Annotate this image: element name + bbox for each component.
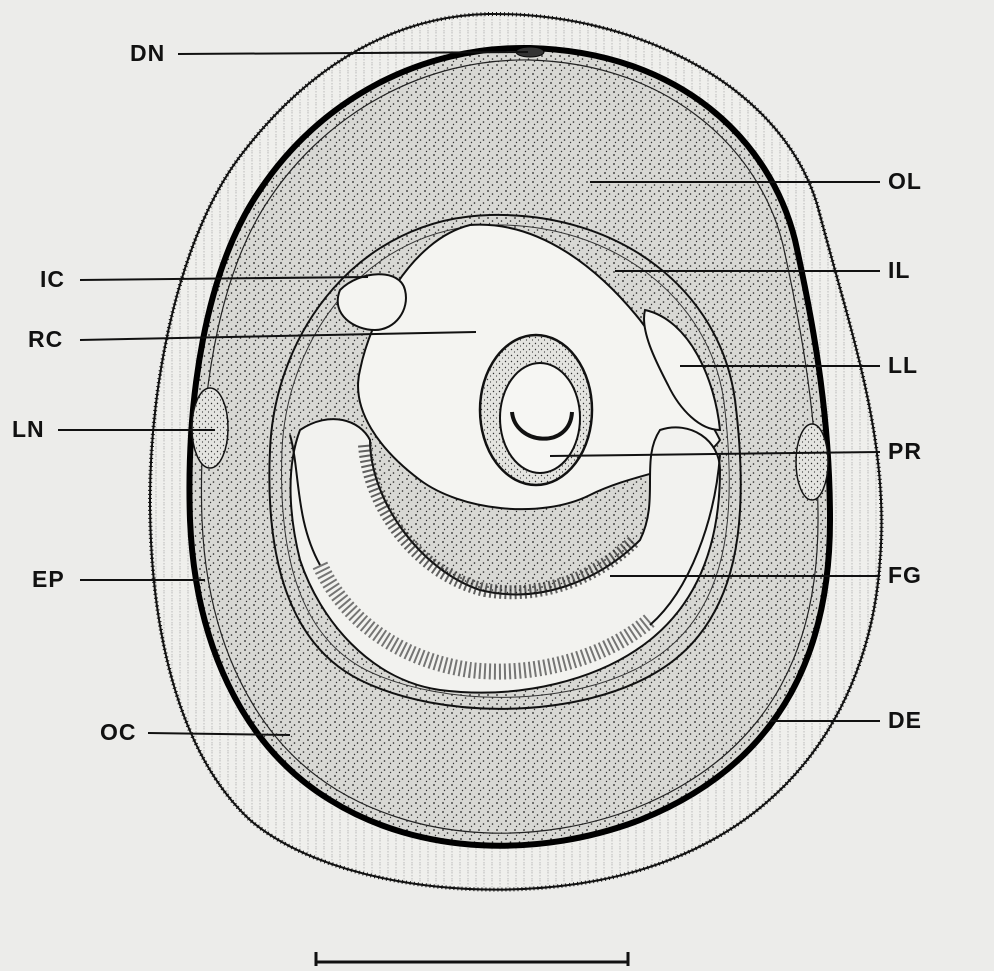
label-fg: FG bbox=[888, 564, 922, 587]
label-oc: OC bbox=[100, 721, 137, 744]
label-ll: LL bbox=[888, 354, 918, 377]
label-ol: OL bbox=[888, 170, 922, 193]
label-ep: EP bbox=[32, 568, 65, 591]
label-il: IL bbox=[888, 259, 910, 282]
label-de: DE bbox=[888, 709, 922, 732]
leader-oc bbox=[148, 733, 290, 735]
label-ic: IC bbox=[40, 268, 65, 291]
label-pr: PR bbox=[888, 440, 922, 463]
scale-bar bbox=[316, 952, 628, 966]
leader-pr bbox=[550, 452, 880, 456]
leader-ic bbox=[80, 277, 368, 280]
leader-dn bbox=[178, 52, 528, 54]
leader-rc bbox=[80, 332, 476, 340]
label-rc: RC bbox=[28, 328, 63, 351]
label-ln: LN bbox=[12, 418, 45, 441]
label-dn: DN bbox=[130, 42, 165, 65]
